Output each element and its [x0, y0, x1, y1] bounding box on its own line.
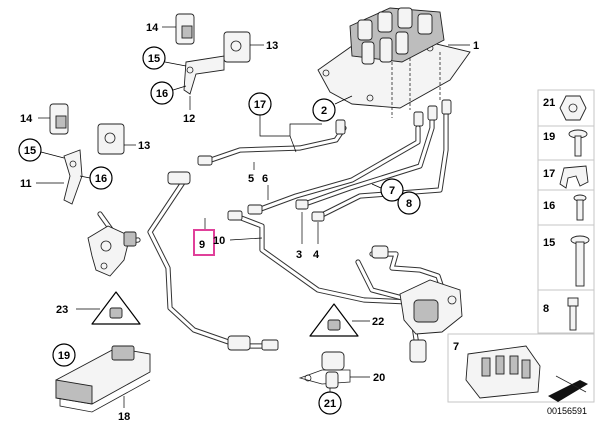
- callout-21[interactable]: 21: [324, 398, 336, 410]
- callout-17[interactable]: 17: [254, 99, 266, 111]
- valve-block[interactable]: [317, 7, 471, 118]
- callout-3[interactable]: 3: [296, 249, 302, 261]
- ref-circle-19: [52, 343, 76, 367]
- warning-triangle-22: [309, 303, 359, 337]
- callout-2[interactable]: 2: [321, 105, 327, 117]
- control-unit[interactable]: [55, 345, 151, 413]
- callout-15b[interactable]: 15: [24, 145, 36, 157]
- lower-clip-assembly[interactable]: [49, 103, 125, 205]
- clip-icon: [559, 165, 589, 189]
- callout-13b[interactable]: 13: [138, 140, 150, 152]
- ref-circle-8: [397, 191, 421, 215]
- ref-circle-15b: [18, 138, 42, 162]
- callout-7[interactable]: 7: [389, 185, 395, 197]
- small-bolt-icon: [567, 297, 579, 331]
- callout-1[interactable]: 1: [473, 40, 479, 52]
- long-bolt-icon: [570, 235, 590, 287]
- diagram-id: 00156591: [547, 406, 587, 416]
- upper-clip-assembly[interactable]: [175, 13, 251, 95]
- warning-triangle-23: [91, 291, 141, 325]
- callout-10[interactable]: 10: [213, 235, 225, 247]
- nut-icon: [559, 95, 587, 121]
- callout-16a[interactable]: 16: [156, 88, 168, 100]
- panel-label-19[interactable]: 19: [543, 131, 555, 143]
- box-label-7[interactable]: 7: [453, 341, 459, 353]
- callout-13a[interactable]: 13: [266, 40, 278, 52]
- callout-8[interactable]: 8: [406, 198, 412, 210]
- callout-14b[interactable]: 14: [20, 113, 33, 125]
- ref-circle-15a: [142, 46, 166, 70]
- callout-18[interactable]: 18: [118, 411, 130, 423]
- callout-5[interactable]: 5: [248, 173, 254, 185]
- arrow-icon: [548, 375, 588, 402]
- left-pipe-bracket[interactable]: [87, 225, 137, 277]
- highlight-box-9: [193, 229, 215, 256]
- callout-12[interactable]: 12: [183, 113, 195, 125]
- panel-label-21[interactable]: 21: [543, 97, 555, 109]
- pipe-fittings: [167, 99, 452, 351]
- callout-14a[interactable]: 14: [146, 22, 159, 34]
- right-bracket-assembly[interactable]: [399, 279, 463, 363]
- sensor-bracket[interactable]: [298, 351, 351, 389]
- callout-4[interactable]: 4: [313, 249, 320, 261]
- callout-20[interactable]: 20: [373, 372, 385, 384]
- callout-15a[interactable]: 15: [148, 53, 160, 65]
- ref-circle-7: [380, 178, 404, 202]
- panel-label-16[interactable]: 16: [543, 200, 555, 212]
- short-screw-icon: [573, 194, 587, 221]
- callout-23[interactable]: 23: [56, 304, 68, 316]
- module-box[interactable]: [447, 333, 595, 403]
- callout-16b[interactable]: 16: [95, 173, 107, 185]
- brake-pipes[interactable]: [97, 107, 449, 355]
- callout-6[interactable]: 6: [262, 173, 268, 185]
- callout-9[interactable]: 9: [199, 239, 205, 251]
- ref-circle-2: [312, 98, 336, 122]
- panel-label-8[interactable]: 8: [543, 303, 549, 315]
- callout-22[interactable]: 22: [372, 316, 384, 328]
- callout-19[interactable]: 19: [58, 350, 70, 362]
- callout-11[interactable]: 11: [20, 178, 32, 190]
- ref-circle-16a: [150, 81, 174, 105]
- panel-label-17[interactable]: 17: [543, 168, 555, 180]
- torx-screw-icon: [568, 129, 588, 157]
- panel-label-15[interactable]: 15: [543, 237, 555, 249]
